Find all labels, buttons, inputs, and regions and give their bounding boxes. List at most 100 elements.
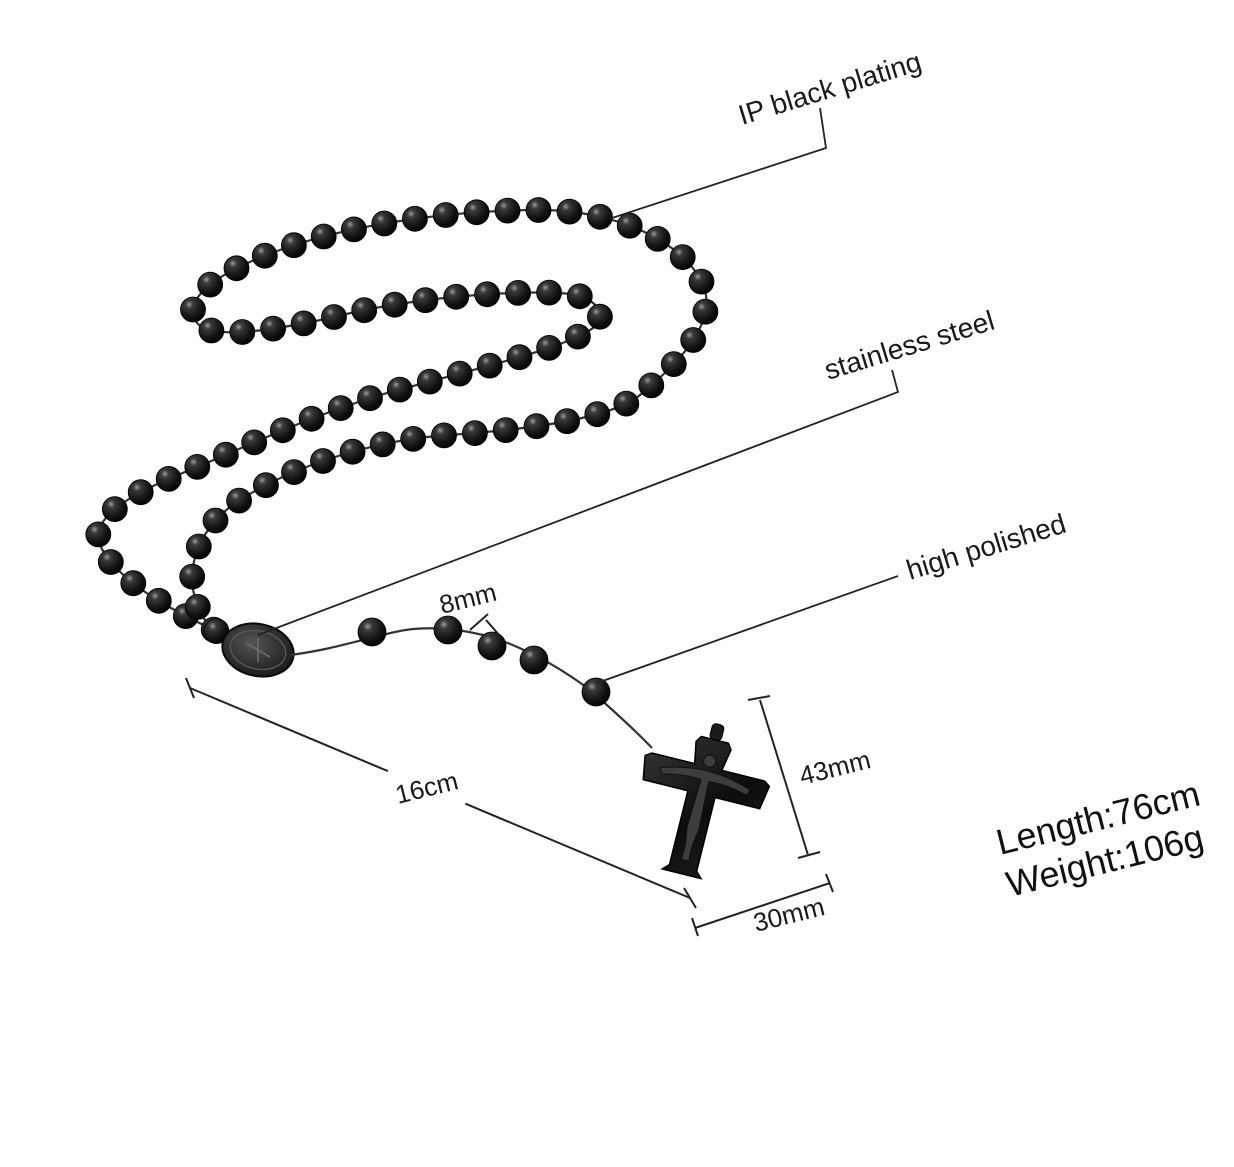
drop-bead — [477, 631, 507, 661]
bead — [120, 570, 147, 597]
bead — [198, 317, 225, 344]
callout-lines — [257, 107, 900, 684]
bead — [554, 408, 580, 435]
bead — [179, 563, 206, 590]
material-label: stainless steel — [821, 305, 998, 386]
crucifix — [642, 723, 771, 880]
drop-bead — [581, 677, 611, 707]
bead — [474, 281, 501, 308]
bead — [566, 283, 593, 310]
cross-height-dimension: 43mm — [747, 695, 874, 859]
bead — [638, 372, 665, 399]
bead — [290, 310, 317, 337]
drop-bead — [433, 615, 463, 645]
bead — [202, 507, 229, 534]
bead — [252, 472, 279, 499]
bead — [692, 298, 719, 325]
finish-leader — [596, 575, 899, 684]
bead — [446, 360, 473, 387]
bead-group — [85, 197, 719, 644]
bead — [505, 279, 531, 306]
bead — [669, 244, 696, 271]
bead — [269, 417, 296, 444]
bead — [369, 431, 396, 458]
bead — [260, 315, 287, 342]
bead — [101, 496, 128, 523]
bead — [416, 368, 443, 395]
bead — [223, 255, 250, 282]
bead — [565, 323, 591, 350]
bead — [357, 385, 383, 412]
bead — [494, 197, 521, 224]
bead — [688, 268, 715, 295]
bead — [616, 212, 643, 239]
bead — [229, 319, 256, 345]
material-leader — [257, 369, 900, 636]
finish-label: high polished — [903, 508, 1070, 586]
bead — [185, 533, 212, 560]
corpus-figure — [660, 754, 751, 862]
bead — [613, 390, 640, 417]
cross-width-dimension: 30mm — [691, 873, 834, 938]
bead — [184, 594, 211, 620]
bead — [340, 216, 367, 243]
bead — [386, 376, 413, 403]
bead — [400, 425, 427, 452]
bead — [321, 304, 347, 330]
bead — [587, 203, 613, 230]
bead — [327, 395, 354, 422]
bead — [443, 283, 470, 310]
center-medal — [221, 622, 295, 678]
bead — [197, 271, 224, 298]
bead — [431, 422, 457, 449]
bead-size-label: 8mm — [436, 577, 499, 620]
bead — [644, 225, 671, 252]
bead — [536, 279, 562, 306]
bead — [281, 459, 307, 486]
bead — [85, 521, 112, 548]
bead — [584, 401, 611, 428]
bead — [298, 405, 325, 432]
bead — [412, 287, 439, 314]
bead — [432, 202, 459, 228]
bead — [381, 291, 408, 318]
cross-height-label: 43mm — [796, 744, 873, 791]
bead — [371, 210, 398, 237]
bead — [492, 417, 519, 444]
bead — [212, 441, 239, 468]
bead — [351, 297, 378, 324]
bead — [310, 448, 336, 474]
bead — [506, 344, 533, 371]
bead — [241, 429, 268, 456]
bead — [155, 465, 182, 492]
bead — [680, 327, 707, 353]
bead — [280, 232, 307, 259]
bead — [127, 479, 154, 506]
bead — [184, 453, 211, 480]
bead — [461, 420, 488, 447]
bead — [145, 587, 172, 614]
bead — [523, 413, 550, 440]
bead — [180, 296, 206, 323]
bead — [226, 487, 253, 514]
bead — [310, 223, 337, 250]
bead — [401, 205, 428, 232]
bead — [463, 199, 490, 226]
bead — [556, 198, 583, 225]
drop-bead — [519, 645, 549, 675]
cross-width-label: 30mm — [750, 891, 827, 938]
bead — [587, 303, 613, 330]
plating-leader — [611, 107, 828, 219]
bead — [525, 197, 552, 223]
drop-bead-group — [357, 615, 611, 707]
bead — [476, 352, 503, 379]
drop-length-dimension: 16cm — [185, 677, 697, 909]
plating-label: IP black plating — [735, 46, 925, 131]
bead — [251, 242, 278, 269]
bead — [536, 334, 562, 361]
bead — [660, 351, 687, 378]
drop-bead — [357, 617, 387, 647]
bead — [339, 438, 366, 465]
bead — [97, 549, 124, 575]
